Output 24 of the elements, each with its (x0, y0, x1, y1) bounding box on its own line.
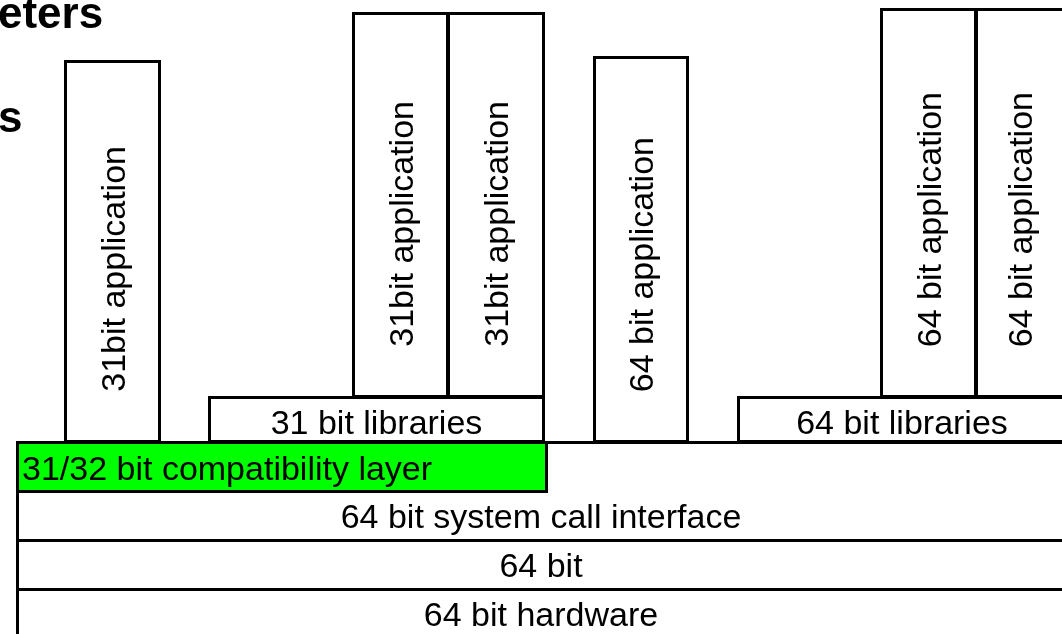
layer-label: 64 bit system call interface (339, 499, 743, 533)
application-box (64, 60, 161, 443)
layer-label: 31bit application (95, 146, 130, 392)
layer-label: 31/32 bit compatibility layer (22, 451, 433, 485)
layer-label: 64 bit application (1003, 91, 1037, 347)
layer-band (16, 441, 548, 493)
layer-band (208, 396, 545, 443)
layer-label: 64 bit application (911, 91, 946, 347)
cut-off-heading-text: eters (0, 0, 104, 38)
layer-label: 64 bit (498, 548, 584, 582)
layer-label: 31bit application (383, 101, 418, 347)
layer-label: 31bit application (479, 101, 513, 347)
layer-label: 64 bit libraries (795, 405, 1009, 439)
application-box (352, 12, 449, 398)
layer-label: 31 bit libraries (269, 405, 484, 439)
layer-label: 64 bit application (624, 136, 658, 392)
application-box (975, 8, 1062, 398)
layer-band (737, 396, 1062, 443)
application-box (447, 12, 545, 398)
application-box (593, 56, 689, 443)
layer-band (16, 441, 1062, 542)
layer-label: 64 bit hardware (422, 597, 660, 631)
cut-off-heading-text: s (0, 92, 23, 142)
application-box (880, 8, 977, 398)
